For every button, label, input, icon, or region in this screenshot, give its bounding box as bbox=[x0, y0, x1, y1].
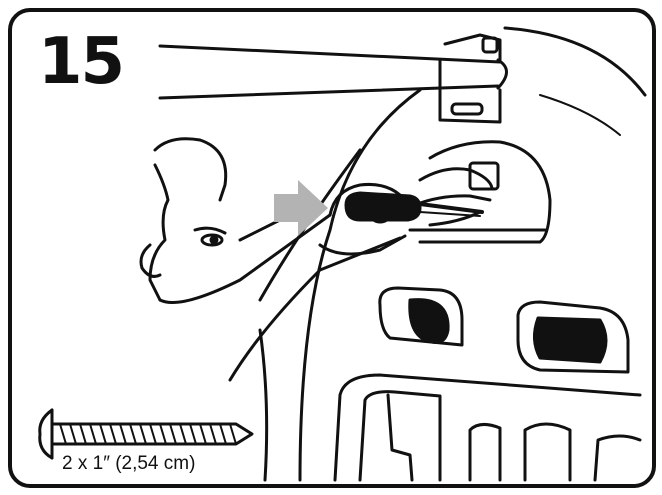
person-head bbox=[141, 139, 226, 300]
window-opening bbox=[410, 142, 550, 242]
hardware-quantity-label: 2 x 1″ (2,54 cm) bbox=[62, 453, 195, 475]
playhouse-wall bbox=[260, 28, 645, 480]
side-window-left bbox=[380, 288, 462, 345]
direction-arrow-icon bbox=[274, 180, 328, 236]
roof-bracket bbox=[440, 35, 500, 122]
screw-icon bbox=[40, 410, 252, 458]
step-number: 15 bbox=[38, 30, 123, 94]
door-frame bbox=[335, 375, 640, 480]
side-window-right bbox=[518, 302, 628, 372]
roof-rail bbox=[160, 46, 507, 98]
